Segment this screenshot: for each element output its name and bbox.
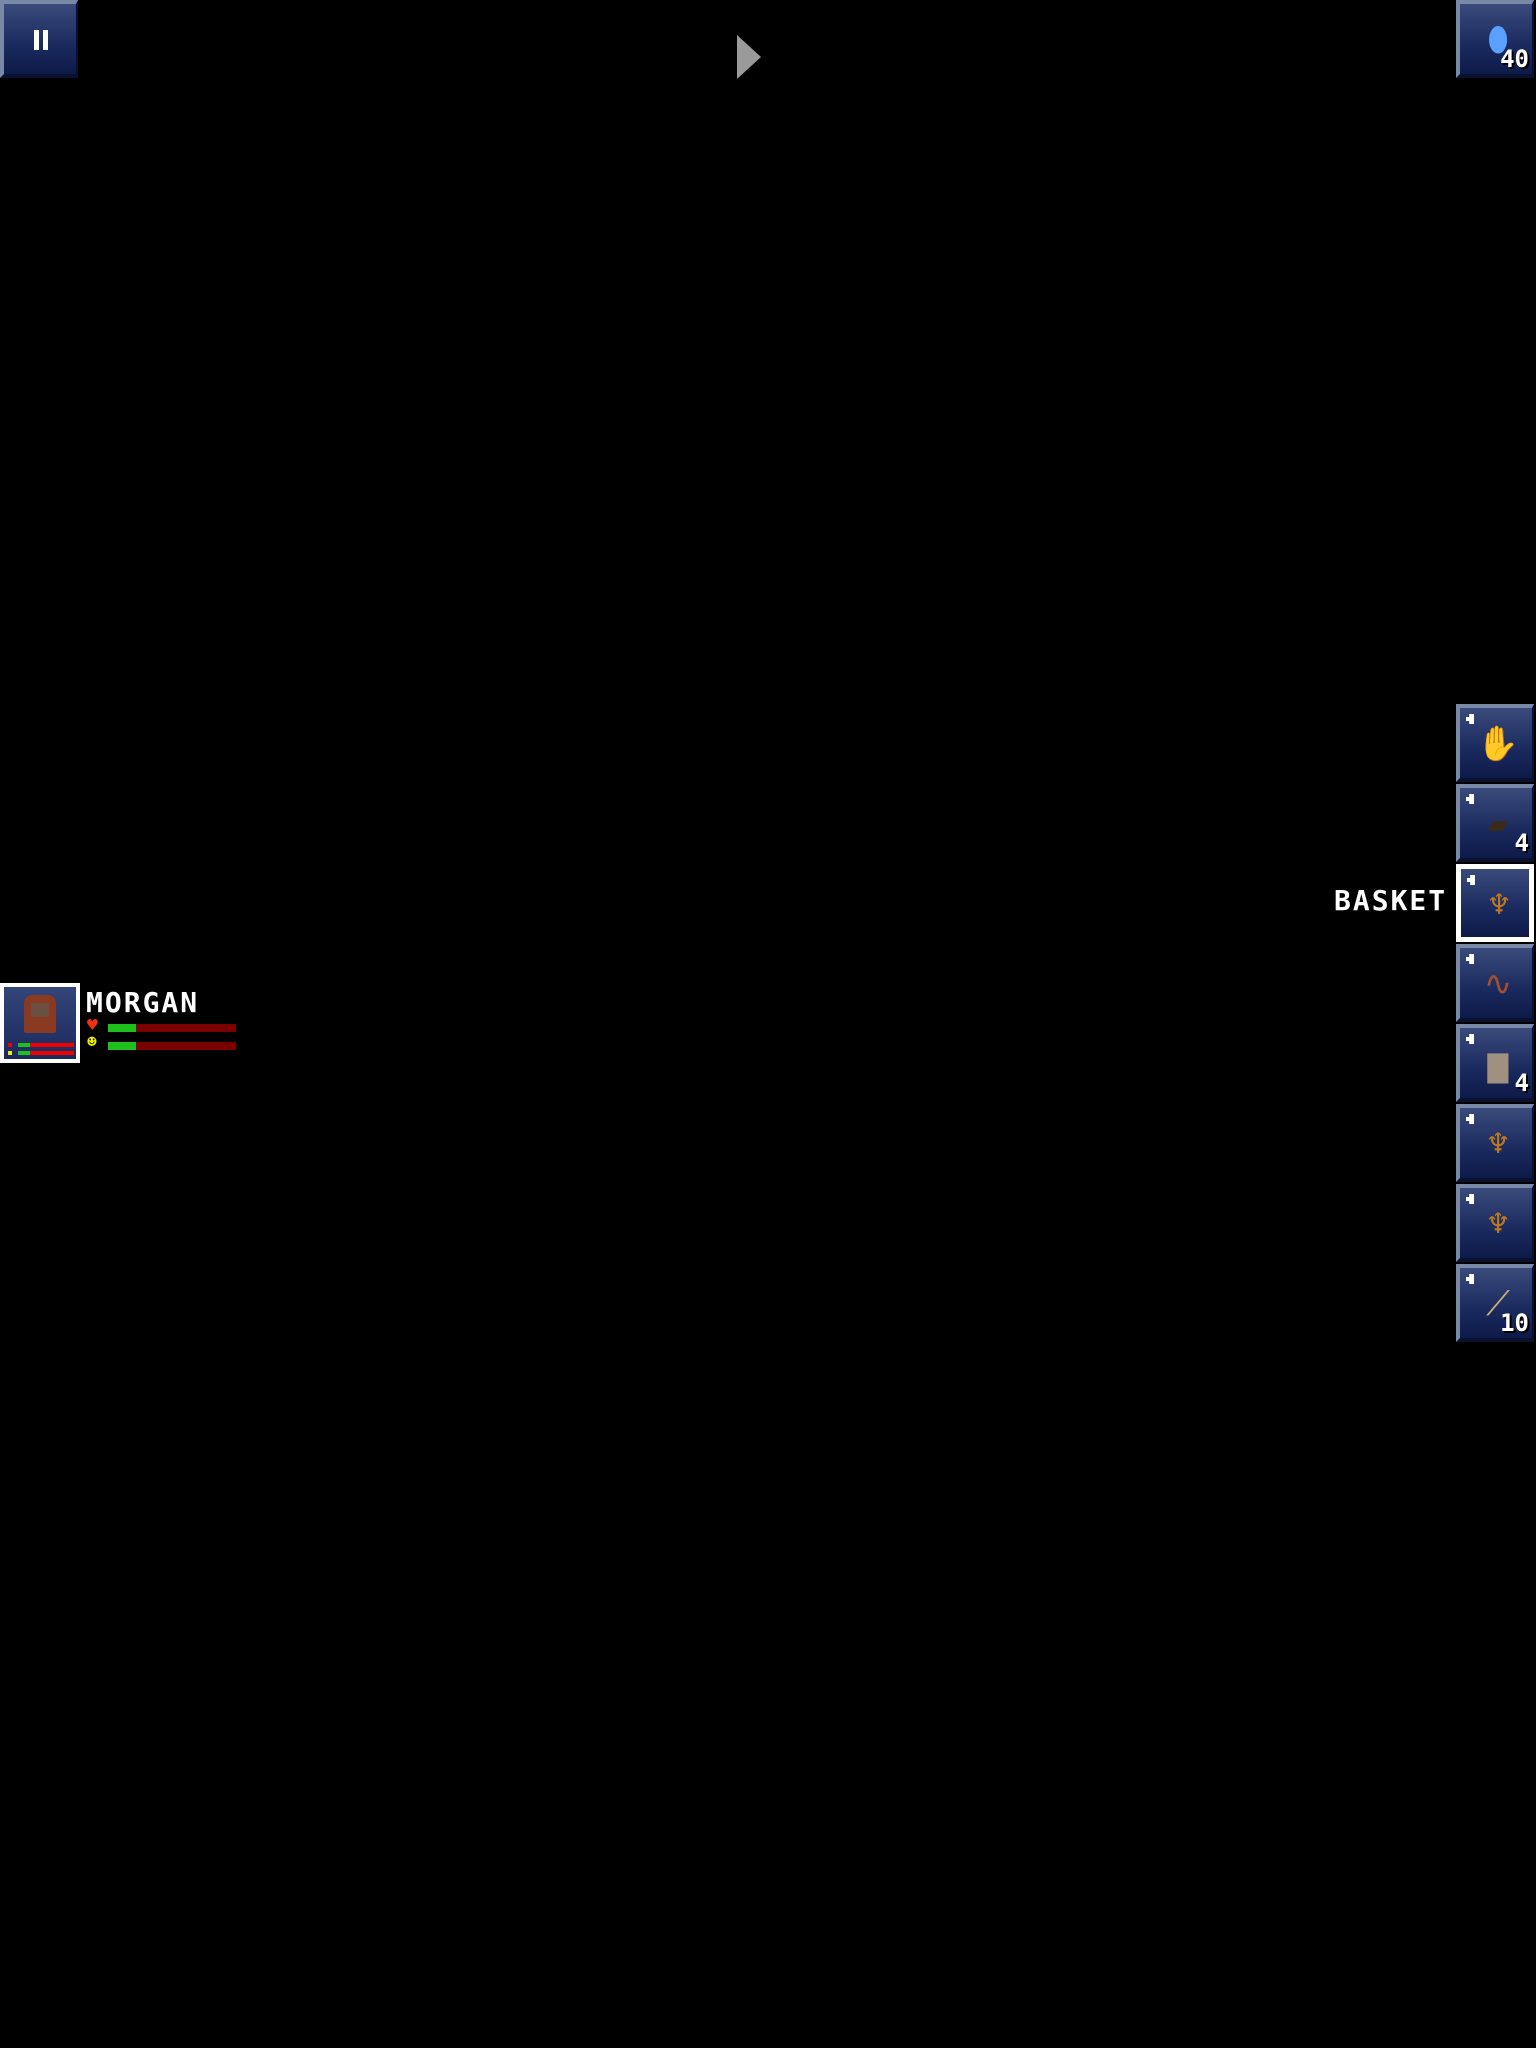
character-name: MORGAN: [86, 986, 200, 1019]
stone-icon: ▰: [1487, 804, 1509, 844]
pause-button[interactable]: [0, 0, 78, 78]
play-arrow-button[interactable]: [737, 35, 761, 79]
item-count: 10: [1500, 1309, 1529, 1337]
rock-icon: ▆: [1487, 1044, 1509, 1084]
inventory-slot-basket[interactable]: ♆: [1456, 1104, 1534, 1182]
slot-menu-icon: [1466, 1034, 1474, 1044]
inventory-slot-stone[interactable]: ▰ 4: [1456, 784, 1534, 862]
crystal-counter[interactable]: ⬮ 40: [1456, 0, 1534, 78]
hand-icon: ✋: [1476, 724, 1520, 764]
inventory-slot-bone[interactable]: ⟋ 10: [1456, 1264, 1534, 1342]
character-portrait[interactable]: [0, 983, 80, 1063]
slot-menu-icon: [1466, 794, 1474, 804]
bone-icon: ⟋: [1486, 1284, 1510, 1324]
item-count: 4: [1514, 829, 1529, 857]
inventory-slot-rock[interactable]: ▆ 4: [1456, 1024, 1534, 1102]
slot-menu-icon: [1467, 875, 1475, 885]
avatar: [24, 995, 56, 1033]
slot-menu-icon: [1466, 954, 1474, 964]
slot-menu-icon: [1466, 1194, 1474, 1204]
heart-icon: ♥: [87, 1015, 98, 1036]
item-count: 4: [1514, 1069, 1529, 1097]
crystal-count: 40: [1500, 45, 1529, 73]
inventory-slot-basket[interactable]: ♆: [1456, 1184, 1534, 1262]
rope-icon: ∿: [1483, 964, 1513, 1004]
slot-menu-icon: [1466, 1274, 1474, 1284]
slot-menu-icon: [1466, 714, 1474, 724]
inventory-slot-hand[interactable]: ✋: [1456, 704, 1534, 782]
health-bar: [108, 1024, 236, 1032]
slot-menu-icon: [1466, 1114, 1474, 1124]
mood-icon: ☻: [87, 1032, 97, 1051]
pause-icon: [34, 30, 48, 50]
basket-icon: ♆: [1487, 1124, 1509, 1164]
basket-icon: ♆: [1487, 1204, 1509, 1244]
crystal-icon: ⬮: [1487, 20, 1509, 60]
mood-bar: [108, 1042, 236, 1050]
inventory-slot-rope[interactable]: ∿: [1456, 944, 1534, 1022]
inventory-slot-basket[interactable]: ♆: [1456, 864, 1534, 942]
selected-item-label: BASKET: [1334, 884, 1448, 917]
basket-icon: ♆: [1488, 885, 1510, 925]
